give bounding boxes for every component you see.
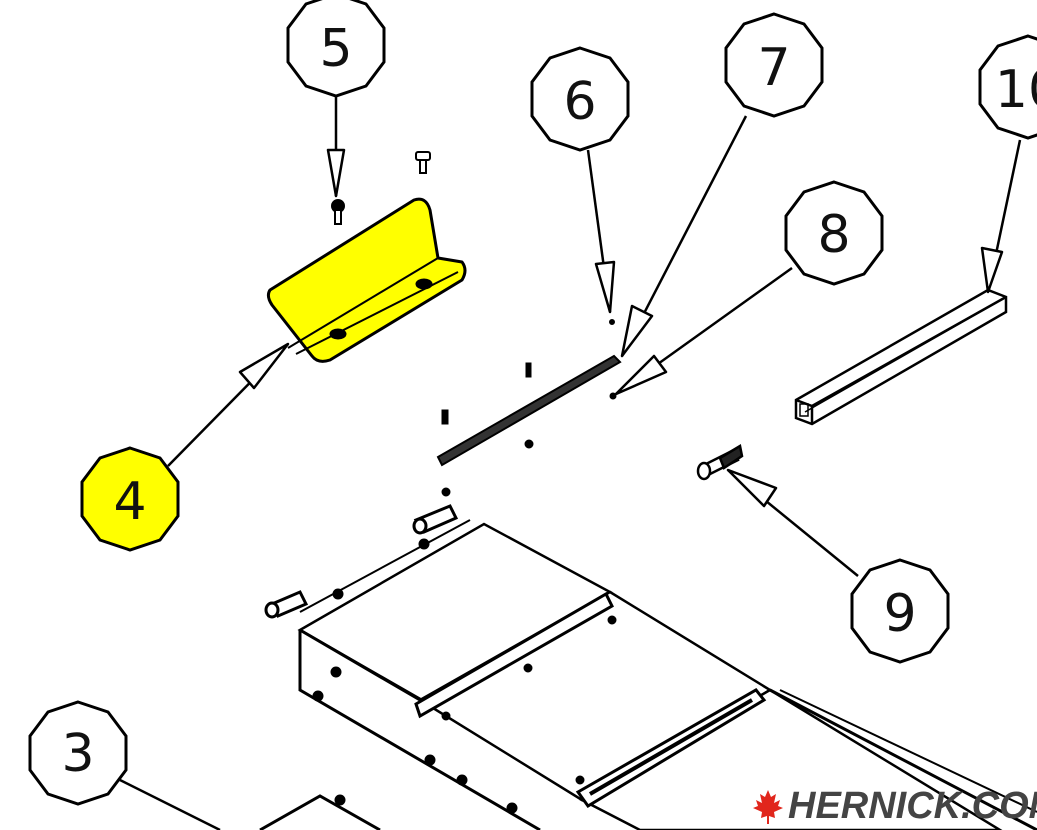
callout-5-label: 5: [319, 19, 352, 79]
callout-6[interactable]: 6: [530, 46, 630, 152]
maple-leaf-icon: [753, 790, 783, 824]
part-3-frame[interactable]: [259, 794, 381, 830]
part-7-rod[interactable]: [436, 354, 622, 467]
callout-4[interactable]: 4: [80, 446, 180, 552]
part-10-square-tube[interactable]: [794, 288, 1008, 426]
part-5-bolt[interactable]: [331, 199, 345, 225]
callout-6-label: 6: [563, 72, 596, 132]
callout-7-label: 7: [757, 38, 790, 98]
callout-9[interactable]: 9: [850, 558, 950, 664]
part-9-roller[interactable]: [696, 444, 744, 481]
callout-8-label: 8: [817, 205, 850, 265]
callout-3[interactable]: 3: [28, 700, 128, 806]
part-4-bracket[interactable]: [266, 197, 467, 363]
watermark-text: HERNICK.COM: [788, 785, 1037, 827]
bolt-hardware: [415, 151, 431, 174]
callout-10[interactable]: 10: [978, 34, 1037, 140]
base-frame: [264, 504, 1037, 830]
leader-lines: [119, 96, 1022, 830]
callout-10-label: 10: [995, 60, 1037, 120]
callout-9-label: 9: [883, 584, 916, 644]
callout-3-label: 3: [61, 724, 94, 784]
small-hardware: [441, 319, 617, 497]
callout-4-label: 4: [113, 472, 146, 532]
callout-8[interactable]: 8: [784, 180, 884, 286]
watermark: HERNICK.COM: [753, 785, 1037, 827]
callout-7[interactable]: 7: [724, 12, 824, 118]
callout-5[interactable]: 5: [286, 0, 386, 98]
